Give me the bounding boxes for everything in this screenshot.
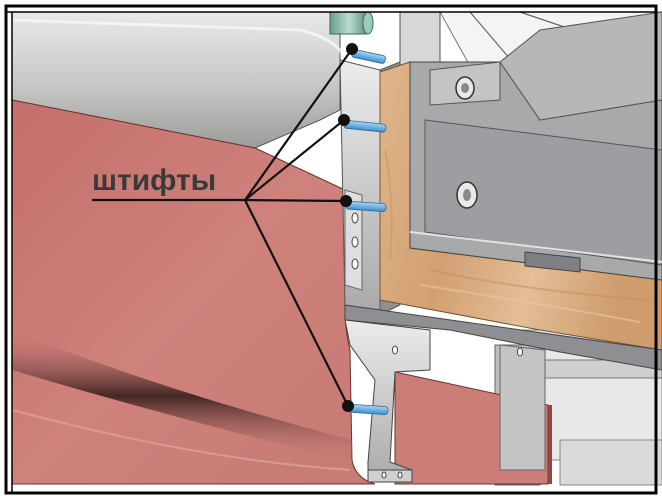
leader-line-3	[244, 198, 347, 203]
lower-bracket	[344, 304, 662, 483]
leader-line-2	[244, 119, 345, 201]
metal-housing	[409, 11, 662, 281]
image-border	[4, 4, 658, 495]
red-panel	[11, 99, 552, 485]
leader-line-1	[244, 48, 353, 201]
callout-leaders	[92, 48, 353, 407]
leader-line-4	[244, 199, 349, 407]
pins-label: штифты	[92, 164, 216, 197]
